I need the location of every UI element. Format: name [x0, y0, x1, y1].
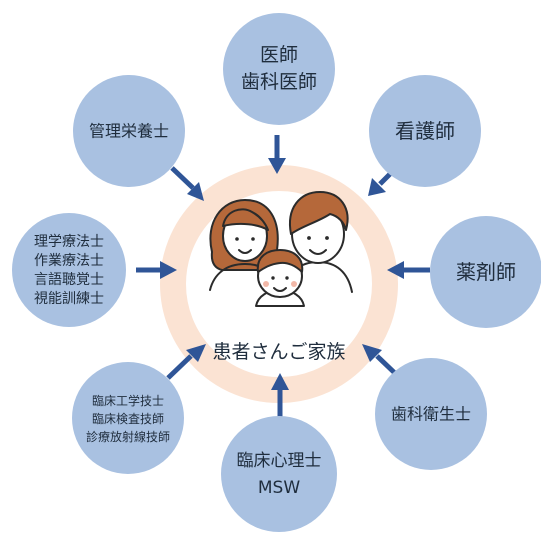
- node-dietitian: 管理栄養士: [73, 75, 185, 187]
- node-psychologist-msw-line-1: 臨床心理士: [237, 451, 322, 471]
- node-psychologist-msw: 臨床心理士 MSW: [221, 416, 337, 532]
- family-icon: [209, 191, 353, 307]
- node-dental-hygienist-line-1: 歯科衛生士: [391, 405, 471, 424]
- mother-figure: [209, 199, 281, 291]
- node-doctor-line-1: 医師: [260, 44, 298, 66]
- arrow-from-therapists: [136, 261, 177, 279]
- node-dental-hygienist: 歯科衛生士: [375, 358, 487, 470]
- node-psychologist-msw-line-2: MSW: [258, 478, 300, 498]
- father-figure: [283, 191, 353, 293]
- node-lab-technicians: 臨床工学技士 臨床検査技師 診療放射線技師: [72, 362, 184, 474]
- node-therapists: 理学療法士 作業療法士 言語聴覚士 視能訓練士: [12, 213, 126, 327]
- arrow-from-doctor: [268, 135, 286, 174]
- node-lab-technicians-line-3: 診療放射線技師: [86, 429, 170, 444]
- node-therapists-line-4: 視能訓練士: [34, 291, 104, 307]
- arrow-from-pharmacist: [387, 261, 430, 279]
- arrow-from-dietitian: [170, 166, 204, 201]
- node-therapists-line-3: 言語聴覚士: [34, 272, 104, 288]
- arrow-from-lab-technicians: [166, 344, 206, 380]
- node-pharmacist: 薬剤師: [430, 216, 541, 328]
- node-pharmacist-line-1: 薬剤師: [456, 260, 516, 284]
- node-nurse: 看護師: [369, 75, 481, 187]
- node-dietitian-line-1: 管理栄養士: [89, 122, 169, 141]
- node-therapists-line-2: 作業療法士: [34, 252, 104, 269]
- node-doctor: 医師 歯科医師: [223, 13, 335, 125]
- node-lab-technicians-line-1: 臨床工学技士: [92, 393, 164, 408]
- center-label: 患者さんご家族: [212, 341, 345, 363]
- node-doctor-line-2: 歯科医師: [241, 71, 317, 93]
- node-nurse-line-1: 看護師: [395, 119, 455, 143]
- child-figure: [255, 249, 305, 307]
- node-therapists-line-1: 理学療法士: [34, 233, 104, 250]
- node-lab-technicians-line-2: 臨床検査技師: [92, 412, 164, 426]
- arrow-from-psychologist-msw: [271, 373, 289, 418]
